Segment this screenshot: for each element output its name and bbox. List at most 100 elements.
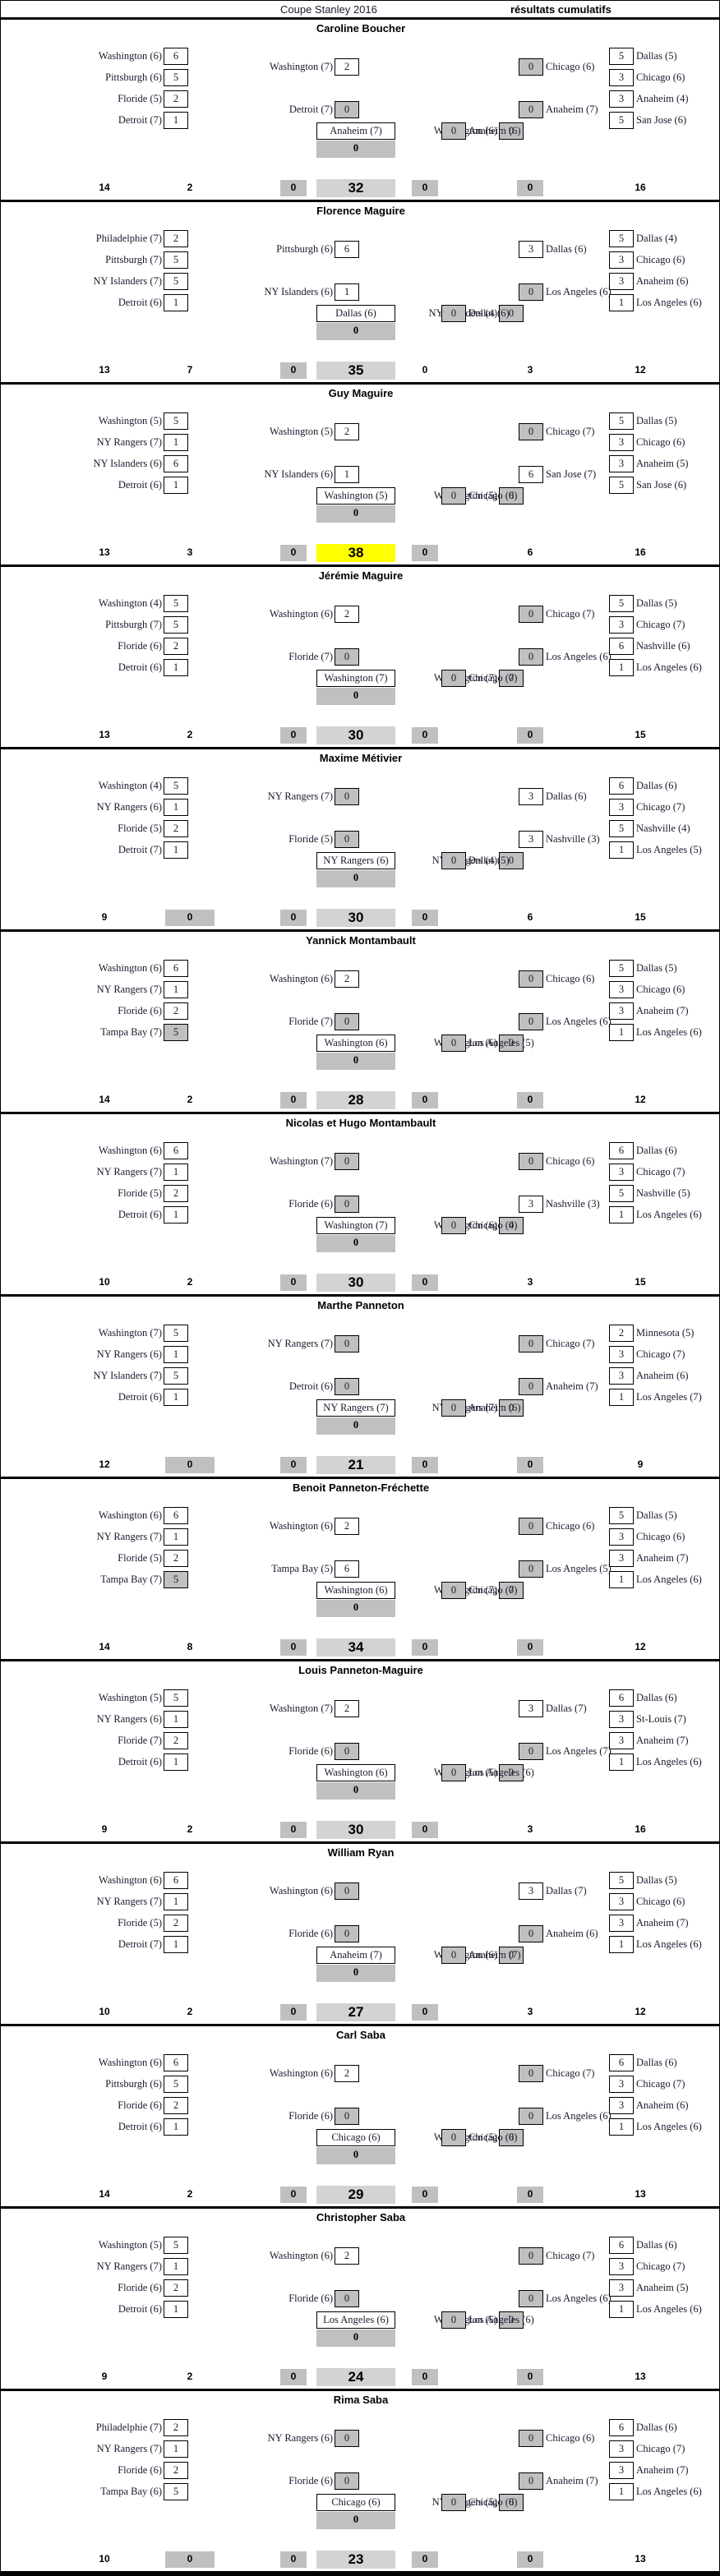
score-cell[interactable]: 1 [164, 477, 188, 494]
score-cell[interactable]: 3 [609, 2076, 634, 2093]
score-cell[interactable]: 1 [335, 283, 359, 301]
score-cell[interactable]: 1 [164, 1389, 188, 1406]
score-cell[interactable]: 1 [164, 981, 188, 998]
score-cell[interactable]: 0 [441, 1764, 466, 1781]
score-cell[interactable]: 3 [609, 616, 634, 634]
score-cell[interactable]: 1 [609, 1753, 634, 1771]
final-pick-box[interactable]: NY Rangers (7) [316, 1399, 395, 1417]
score-cell[interactable]: 0 [335, 1378, 359, 1395]
final-pick-box[interactable]: Washington (6) [316, 1764, 395, 1781]
score-cell[interactable]: 3 [609, 434, 634, 451]
score-cell[interactable]: 0 [499, 2129, 524, 2146]
score-cell[interactable]: 3 [609, 1893, 634, 1910]
final-pick-box[interactable]: Washington (7) [316, 670, 395, 687]
score-cell[interactable]: 0 [499, 2494, 524, 2511]
score-cell[interactable]: 3 [609, 2279, 634, 2297]
score-cell[interactable]: 5 [609, 595, 634, 612]
score-cell[interactable]: 3 [609, 2097, 634, 2114]
score-cell[interactable]: 1 [164, 1753, 188, 1771]
score-cell[interactable]: 1 [164, 1711, 188, 1728]
score-cell[interactable]: 6 [519, 466, 543, 483]
score-cell[interactable]: 0 [441, 1582, 466, 1599]
score-cell[interactable]: 2 [164, 90, 188, 108]
score-cell[interactable]: 1 [609, 1024, 634, 1041]
score-cell[interactable]: 5 [609, 1872, 634, 1889]
final-pick-box[interactable]: Chicago (6) [316, 2129, 395, 2146]
score-cell[interactable]: 3 [609, 799, 634, 816]
score-cell[interactable]: 6 [609, 1689, 634, 1707]
score-cell[interactable]: 1 [164, 2258, 188, 2275]
score-cell[interactable]: 3 [609, 90, 634, 108]
score-cell[interactable]: 0 [519, 648, 543, 666]
score-cell[interactable]: 3 [609, 2440, 634, 2458]
score-cell[interactable]: 6 [609, 777, 634, 795]
score-cell[interactable]: 0 [441, 2494, 466, 2511]
score-cell[interactable]: 6 [164, 1507, 188, 1524]
score-cell[interactable]: 1 [164, 294, 188, 311]
score-cell[interactable]: 0 [519, 970, 543, 988]
score-cell[interactable]: 1 [609, 1389, 634, 1406]
score-cell[interactable]: 0 [519, 2472, 543, 2490]
score-cell[interactable]: 2 [335, 606, 359, 623]
score-cell[interactable]: 2 [335, 423, 359, 440]
score-cell[interactable]: 6 [609, 2237, 634, 2254]
score-cell[interactable]: 6 [164, 2054, 188, 2071]
score-cell[interactable]: 0 [441, 1035, 466, 1052]
score-cell[interactable]: 6 [609, 2419, 634, 2436]
score-cell[interactable]: 0 [499, 2311, 524, 2329]
score-cell[interactable]: 0 [441, 305, 466, 322]
score-cell[interactable]: 3 [609, 1528, 634, 1546]
score-cell[interactable]: 0 [441, 2311, 466, 2329]
score-cell[interactable]: 6 [164, 48, 188, 65]
final-pick-box[interactable]: NY Rangers (6) [316, 852, 395, 869]
score-cell[interactable]: 3 [609, 251, 634, 269]
score-cell[interactable]: 0 [519, 1518, 543, 1535]
score-cell[interactable]: 1 [164, 1206, 188, 1223]
score-cell[interactable]: 5 [164, 2237, 188, 2254]
score-cell[interactable]: 6 [609, 638, 634, 655]
score-cell[interactable]: 1 [164, 2440, 188, 2458]
score-cell[interactable]: 1 [164, 1164, 188, 1181]
score-cell[interactable]: 1 [609, 2483, 634, 2500]
score-cell[interactable]: 1 [164, 1893, 188, 1910]
score-cell[interactable]: 0 [335, 788, 359, 805]
score-cell[interactable]: 0 [441, 487, 466, 505]
score-cell[interactable]: 0 [335, 2430, 359, 2447]
score-cell[interactable]: 5 [609, 48, 634, 65]
score-cell[interactable]: 2 [335, 2065, 359, 2082]
score-cell[interactable]: 2 [164, 2462, 188, 2479]
score-cell[interactable]: 2 [164, 1915, 188, 1932]
score-cell[interactable]: 3 [609, 1346, 634, 1363]
score-cell[interactable]: 0 [499, 1217, 524, 1234]
score-cell[interactable]: 1 [335, 466, 359, 483]
score-cell[interactable]: 1 [164, 112, 188, 129]
score-cell[interactable]: 2 [335, 1518, 359, 1535]
score-cell[interactable]: 0 [519, 2290, 543, 2307]
score-cell[interactable]: 5 [164, 1689, 188, 1707]
score-cell[interactable]: 0 [335, 1196, 359, 1213]
score-cell[interactable]: 2 [164, 1185, 188, 1202]
score-cell[interactable]: 3 [519, 1882, 543, 1900]
score-cell[interactable]: 0 [335, 1743, 359, 1760]
score-cell[interactable]: 0 [441, 122, 466, 140]
score-cell[interactable]: 0 [441, 1399, 466, 1417]
score-cell[interactable]: 0 [519, 101, 543, 118]
score-cell[interactable]: 0 [499, 1947, 524, 1964]
score-cell[interactable]: 0 [519, 2065, 543, 2082]
score-cell[interactable]: 3 [519, 788, 543, 805]
score-cell[interactable]: 5 [164, 1325, 188, 1342]
score-cell[interactable]: 3 [609, 273, 634, 290]
score-cell[interactable]: 6 [164, 960, 188, 977]
score-cell[interactable]: 0 [335, 2108, 359, 2125]
score-cell[interactable]: 1 [164, 1936, 188, 1953]
score-cell[interactable]: 5 [609, 1185, 634, 1202]
score-cell[interactable]: 0 [499, 1035, 524, 1052]
final-pick-box[interactable]: Washington (6) [316, 1582, 395, 1599]
score-cell[interactable]: 0 [519, 606, 543, 623]
score-cell[interactable]: 3 [609, 1002, 634, 1020]
final-pick-box[interactable]: Washington (6) [316, 1035, 395, 1052]
score-cell[interactable]: 2 [164, 2419, 188, 2436]
score-cell[interactable]: 5 [164, 251, 188, 269]
score-cell[interactable]: 0 [335, 1153, 359, 1170]
score-cell[interactable]: 5 [164, 69, 188, 86]
